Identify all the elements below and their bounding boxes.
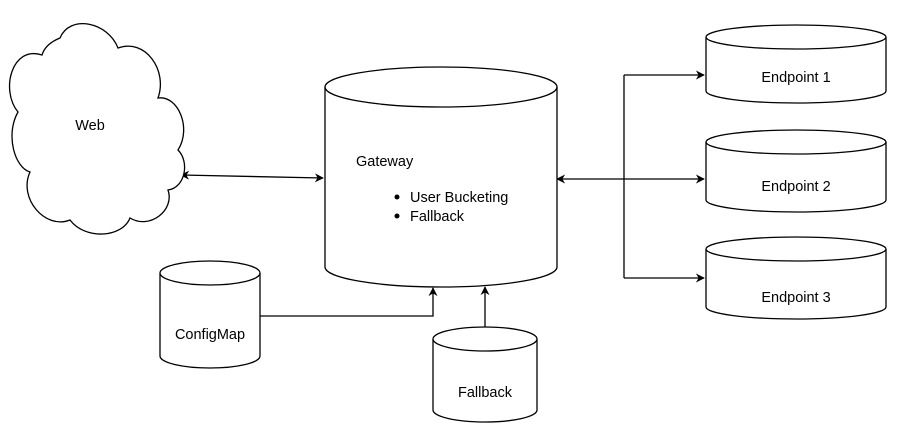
web-label: Web bbox=[75, 118, 105, 134]
endpoint1-label: Endpoint 1 bbox=[761, 70, 830, 86]
configmap-cylinder-body bbox=[159, 273, 261, 369]
fallback-cylinder-body bbox=[432, 339, 538, 423]
endpoint2-node[interactable]: Endpoint 2 bbox=[705, 129, 887, 213]
configmap-label: ConfigMap bbox=[175, 327, 245, 343]
endpoint2-cylinder-body bbox=[705, 142, 887, 213]
endpoint3-label: Endpoint 3 bbox=[761, 290, 830, 306]
gateway-bullet-2: Fallback bbox=[410, 209, 465, 225]
endpoint1-cylinder-body bbox=[705, 37, 887, 104]
endpoint3-node[interactable]: Endpoint 3 bbox=[705, 236, 887, 320]
configmap-cylinder-top bbox=[159, 260, 261, 286]
gateway-cylinder-top bbox=[324, 66, 558, 108]
gateway-node[interactable]: Gateway User Bucketing Fallback bbox=[324, 66, 558, 288]
endpoint1-node[interactable]: Endpoint 1 bbox=[705, 24, 887, 104]
gateway-bullet-2-dot bbox=[394, 213, 400, 219]
web-node[interactable]: Web bbox=[9, 23, 186, 235]
gateway-label: Gateway bbox=[356, 154, 414, 170]
endpoint3-cylinder-top bbox=[705, 236, 887, 262]
connectors bbox=[180, 70, 705, 327]
gateway-bullet-1-dot bbox=[394, 194, 400, 200]
edge-web-gateway[interactable] bbox=[180, 170, 324, 183]
endpoint3-cylinder-body bbox=[705, 249, 887, 320]
gateway-cylinder-body bbox=[324, 87, 558, 288]
web-cloud-shape bbox=[9, 23, 186, 235]
endpoint2-label: Endpoint 2 bbox=[761, 179, 830, 195]
configmap-node[interactable]: ConfigMap bbox=[159, 260, 261, 369]
fallback-cylinder-top bbox=[432, 326, 538, 352]
gateway-bullet-1: User Bucketing bbox=[410, 190, 508, 206]
edge-configmap-gateway[interactable] bbox=[260, 287, 438, 317]
endpoint1-cylinder-top bbox=[705, 24, 887, 50]
endpoint2-cylinder-top bbox=[705, 129, 887, 155]
fallback-label: Fallback bbox=[458, 385, 513, 401]
fallback-node[interactable]: Fallback bbox=[432, 326, 538, 423]
